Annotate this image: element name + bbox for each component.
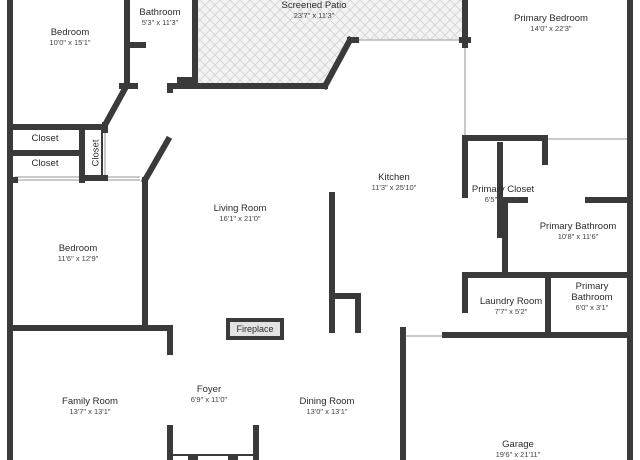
room-dimensions: 14'0" x 22'3" xyxy=(530,23,572,33)
room-name: Screened Patio xyxy=(281,0,347,11)
room-foyer: Foyer 6'9" x 11'0" xyxy=(190,384,228,405)
room-dimensions: 5'3" x 11'3" xyxy=(141,17,179,27)
room-name: Garage xyxy=(502,439,534,450)
room-name: Family Room xyxy=(62,396,118,407)
room-garage: Garage 19'6" x 21'11" xyxy=(495,439,541,460)
room-name: Bathroom xyxy=(139,7,181,18)
room-dimensions: 13'0" x 13'1" xyxy=(306,406,348,416)
room-name: Primary Bedroom xyxy=(514,13,588,24)
room-dimensions: 13'7" x 13'1" xyxy=(69,406,111,416)
room-name: Bedroom xyxy=(58,243,98,254)
room-name: Kitchen xyxy=(378,172,410,183)
room-name: Dining Room xyxy=(299,396,355,407)
room-dimensions: 23'7" x 11'3" xyxy=(293,10,335,20)
room-kitchen: Kitchen 11'3" x 25'10" xyxy=(371,172,417,193)
room-primary-bathroom: Primary Bathroom 10'8" x 11'6" xyxy=(539,221,617,242)
room-dimensions: 7'7" x 5'2" xyxy=(494,306,528,316)
front-door xyxy=(167,425,259,460)
room-family-room: Family Room 13'7" x 13'1" xyxy=(62,396,118,417)
room-dimensions: 11'3" x 25'10" xyxy=(371,182,417,192)
room-name-line2: Bathroom xyxy=(571,291,613,303)
windows xyxy=(15,39,629,337)
room-primary-closet: Primary Closet 6'5" x 11'6" xyxy=(471,184,535,205)
room-dimensions: 6'0" x 3'1" xyxy=(575,302,609,312)
room-screened-patio: Screened Patio 23'7" x 11'3" xyxy=(281,0,347,21)
room-dimensions: 19'6" x 21'11" xyxy=(495,449,541,459)
room-closet-2: Closet xyxy=(31,158,59,170)
room-dimensions: 11'6" x 12'9" xyxy=(57,253,99,263)
room-living-room: Living Room 16'1" x 21'0" xyxy=(213,203,267,224)
exterior-walls xyxy=(7,0,633,460)
room-laundry-room: Laundry Room 7'7" x 5'2" xyxy=(479,296,543,317)
room-bathroom-1: Bathroom 5'3" x 11'3" xyxy=(139,7,181,28)
room-dimensions: 6'9" x 11'0" xyxy=(190,394,228,404)
room-bedroom-2: Bedroom 11'6" x 12'9" xyxy=(57,243,99,264)
room-name: Bedroom xyxy=(50,27,90,38)
patio-screen-hatch xyxy=(195,0,465,85)
room-closet-1: Closet xyxy=(31,133,59,145)
room-primary-bathroom-2: Primary Bathroom 6'0" x 3'1" xyxy=(571,281,613,312)
room-name: Closet xyxy=(31,158,59,169)
room-name: Laundry Room xyxy=(479,296,543,307)
room-dimensions: 10'8" x 11'6" xyxy=(557,231,599,241)
room-closet-3: Closet xyxy=(90,139,102,167)
room-dining-room: Dining Room 13'0" x 13'1" xyxy=(299,396,355,417)
fireplace: Fireplace xyxy=(226,318,284,340)
room-name: Foyer xyxy=(196,384,222,395)
room-name: Living Room xyxy=(213,203,267,214)
room-name-line1: Primary xyxy=(575,281,609,292)
room-dimensions: 16'1" x 21'0" xyxy=(219,213,261,223)
interior-walls xyxy=(7,0,633,460)
room-primary-bedroom: Primary Bedroom 14'0" x 22'3" xyxy=(514,13,588,34)
room-bedroom-1: Bedroom 10'0" x 15'1" xyxy=(49,27,91,48)
room-dimensions: 10'0" x 15'1" xyxy=(49,37,91,47)
room-name: Primary Bathroom xyxy=(539,221,617,232)
room-dimensions: 6'5" x 11'6" xyxy=(484,194,522,204)
room-name: Primary Closet xyxy=(471,184,535,195)
room-name: Closet xyxy=(31,133,59,144)
